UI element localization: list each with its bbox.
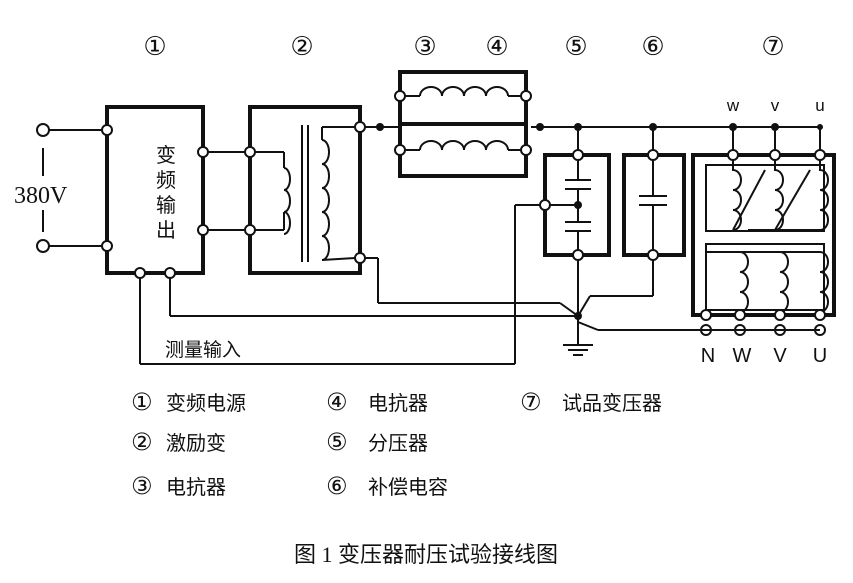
- legend-text-7: 试品变压器: [562, 392, 662, 415]
- test-transformer: w v u N W V U: [691, 96, 836, 367]
- vf-label-char-1: 变: [156, 144, 176, 167]
- legend-text-1: 变频电源: [166, 392, 246, 415]
- terminal-top-w: w: [726, 96, 740, 115]
- legend-text-2: 激励变: [166, 432, 226, 455]
- figure-caption: 图 1 变压器耐压试验接线图: [294, 542, 558, 567]
- legend-text-4: 电抗器: [368, 392, 428, 415]
- return-wiring: 测量输入: [139, 204, 820, 365]
- legend-num-1: ①: [131, 388, 153, 416]
- vf-power-supply: 变 频 输 出: [101, 105, 209, 279]
- legend-num-2: ②: [131, 428, 153, 456]
- legend-text-3: 电抗器: [166, 476, 226, 499]
- reactors: [394, 70, 532, 178]
- marker-1: ①: [143, 32, 166, 62]
- legend-num-7: ⑦: [520, 388, 542, 416]
- legend-text-6: 补偿电容: [368, 476, 448, 499]
- excitation-box: [248, 105, 362, 275]
- marker-5: ⑤: [564, 32, 587, 62]
- test-transformer-box: [691, 153, 836, 317]
- legend: ① 变频电源 ② 激励变 ③ 电抗器 ④ 电抗器 ⑤ 分压器 ⑥ 补偿电容 ⑦ …: [131, 388, 662, 500]
- marker-6: ⑥: [641, 32, 664, 62]
- legend-text-5: 分压器: [368, 432, 428, 455]
- marker-4: ④: [485, 32, 508, 62]
- terminal-bottom-w: W: [733, 345, 752, 367]
- marker-2: ②: [290, 32, 313, 62]
- supply-terminal-top: [36, 123, 50, 137]
- vf-label-char-3: 输: [156, 194, 176, 217]
- legend-num-5: ⑤: [326, 428, 348, 456]
- terminal-top-u: u: [815, 96, 824, 115]
- vf-box: [105, 105, 205, 275]
- terminal-bottom-v: V: [773, 345, 787, 367]
- terminal-top-v: v: [771, 96, 780, 115]
- vf-label-char-4: 出: [156, 219, 176, 242]
- terminal-bottom-u: U: [813, 345, 827, 367]
- component-markers: ① ② ③ ④ ⑤ ⑥ ⑦: [143, 32, 784, 62]
- legend-num-4: ④: [326, 388, 348, 416]
- compensation-capacitor: [622, 127, 686, 261]
- vf-label-char-2: 频: [156, 169, 176, 192]
- legend-num-3: ③: [131, 472, 153, 500]
- marker-7: ⑦: [761, 32, 784, 62]
- supply-voltage-label: 380V: [14, 183, 68, 209]
- supply-input: 380V: [14, 123, 103, 253]
- marker-3: ③: [413, 32, 436, 62]
- terminal-bottom-n: N: [701, 345, 715, 367]
- measurement-input-label: 测量输入: [165, 339, 241, 361]
- supply-terminal-bottom: [36, 239, 50, 253]
- voltage-divider: [539, 127, 611, 261]
- excitation-transformer: [244, 105, 366, 275]
- legend-num-6: ⑥: [326, 472, 348, 500]
